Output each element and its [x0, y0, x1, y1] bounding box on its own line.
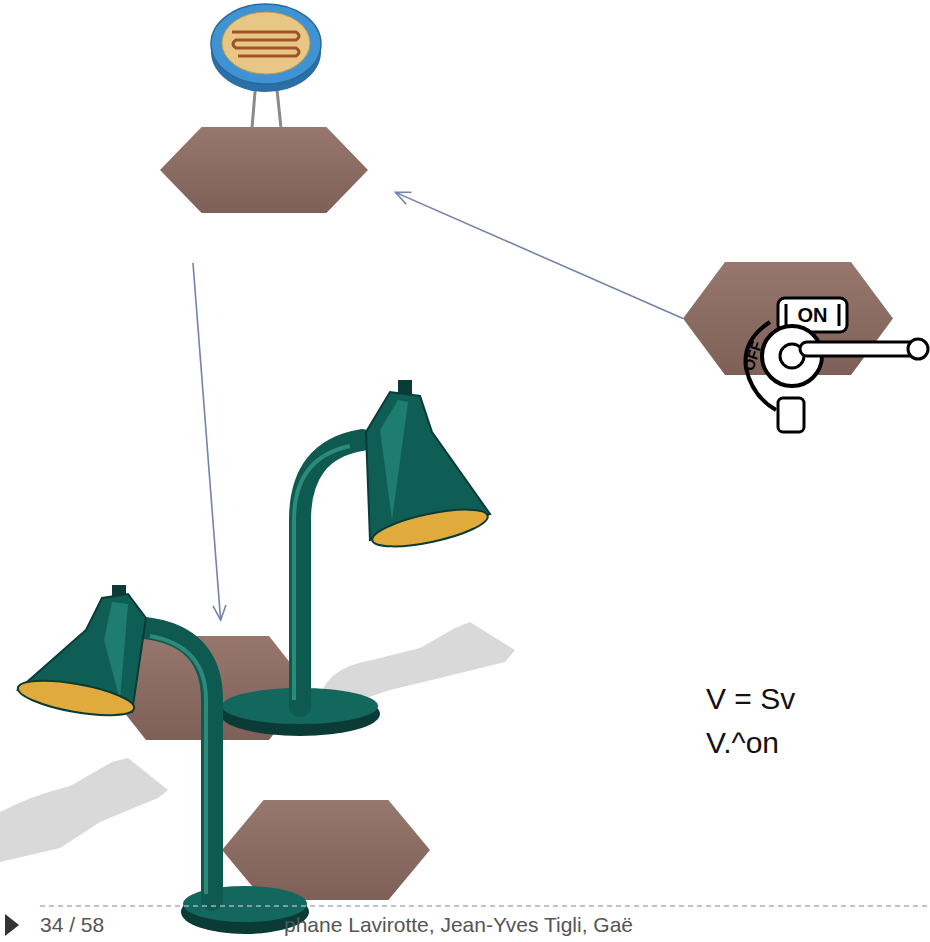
- connector-arrow: [193, 263, 226, 620]
- hexagon-shape: [160, 127, 368, 213]
- hexagon-node: [222, 800, 430, 900]
- footer-text: phane Lavirotte, Jean-Yves Tigli, Gaë: [284, 913, 633, 936]
- arrow-head: [213, 605, 226, 620]
- connector-arrow: [395, 192, 683, 318]
- photoresistor: [211, 4, 321, 128]
- footer-text: 34 / 58: [40, 913, 104, 936]
- code-note: V.^on: [706, 726, 779, 759]
- arrow-head: [395, 192, 411, 204]
- hexagon-node: [160, 127, 368, 213]
- footer-rule: [5, 906, 930, 936]
- code-note: V = Sv: [706, 682, 795, 715]
- hexagon-shape: [222, 800, 430, 900]
- switch-label: ON: [778, 298, 847, 332]
